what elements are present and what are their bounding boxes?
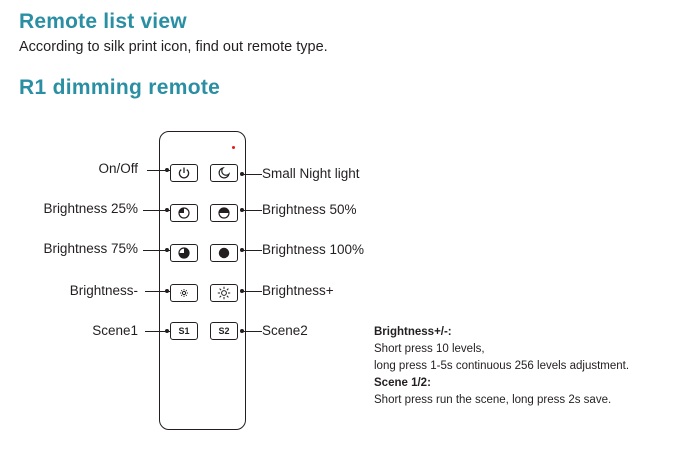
notes-scene-line1: Short press run the scene, long press 2s… bbox=[374, 394, 612, 406]
brightness-75-button[interactable] bbox=[170, 244, 198, 262]
connector-b50 bbox=[242, 210, 262, 211]
notes-scene-title: Scene 1/2: bbox=[374, 377, 431, 389]
half-circle-icon bbox=[218, 207, 230, 219]
brightness-minus-button[interactable] bbox=[170, 284, 198, 302]
connector-dot bbox=[165, 168, 169, 172]
notes-brightness-line2: long press 1-5s continuous 256 levels ad… bbox=[374, 360, 630, 372]
moon-icon bbox=[218, 166, 231, 179]
connector-b75 bbox=[143, 250, 171, 251]
connector-dot bbox=[165, 208, 169, 212]
brightness-100-button[interactable] bbox=[210, 244, 238, 262]
notes-brightness-line1: Short press 10 levels, bbox=[374, 343, 485, 355]
notes: Brightness+/-: Short press 10 levels, lo… bbox=[374, 324, 629, 409]
page-title: Remote list view bbox=[19, 10, 187, 33]
three-quarter-circle-icon bbox=[178, 247, 190, 259]
connector-night-light bbox=[242, 174, 262, 175]
connector-on-off bbox=[147, 170, 171, 171]
label-on-off: On/Off bbox=[98, 161, 138, 176]
connector-b-plus bbox=[242, 291, 262, 292]
power-icon bbox=[178, 167, 190, 179]
label-brightness-50: Brightness 50% bbox=[262, 202, 357, 217]
brightness-plus-button[interactable] bbox=[210, 284, 238, 302]
label-night-light: Small Night light bbox=[262, 166, 360, 181]
connector-scene2 bbox=[242, 331, 262, 332]
quarter-circle-icon bbox=[178, 207, 190, 219]
connector-dot bbox=[165, 289, 169, 293]
scene1-button[interactable]: S1 bbox=[170, 322, 198, 340]
connector-b-minus bbox=[145, 291, 171, 292]
connector-dot bbox=[165, 329, 169, 333]
remote-body bbox=[159, 131, 246, 430]
notes-brightness-title: Brightness+/-: bbox=[374, 326, 452, 338]
scene2-button[interactable]: S2 bbox=[210, 322, 238, 340]
label-scene1: Scene1 bbox=[92, 323, 138, 338]
connector-scene1 bbox=[145, 331, 171, 332]
connector-dot bbox=[165, 248, 169, 252]
label-brightness-100: Brightness 100% bbox=[262, 242, 365, 257]
full-circle-icon bbox=[218, 247, 230, 259]
night-light-button[interactable] bbox=[210, 164, 238, 182]
page-subtitle: According to silk print icon, find out r… bbox=[19, 39, 328, 55]
label-brightness-25: Brightness 25% bbox=[43, 201, 138, 216]
label-brightness-75: Brightness 75% bbox=[43, 241, 138, 256]
sun-large-icon bbox=[217, 286, 231, 300]
led-indicator bbox=[232, 146, 235, 149]
label-brightness-minus: Brightness- bbox=[69, 283, 138, 298]
scene1-key-text: S1 bbox=[178, 325, 190, 336]
on-off-button[interactable] bbox=[170, 164, 198, 182]
connector-b100 bbox=[242, 250, 262, 251]
connector-b25 bbox=[143, 210, 171, 211]
brightness-25-button[interactable] bbox=[170, 204, 198, 222]
scene2-key-text: S2 bbox=[218, 325, 230, 336]
section-title: R1 dimming remote bbox=[19, 76, 221, 99]
sun-small-icon bbox=[180, 289, 188, 297]
brightness-50-button[interactable] bbox=[210, 204, 238, 222]
label-scene2: Scene2 bbox=[262, 323, 308, 338]
label-brightness-plus: Brightness+ bbox=[262, 283, 334, 298]
